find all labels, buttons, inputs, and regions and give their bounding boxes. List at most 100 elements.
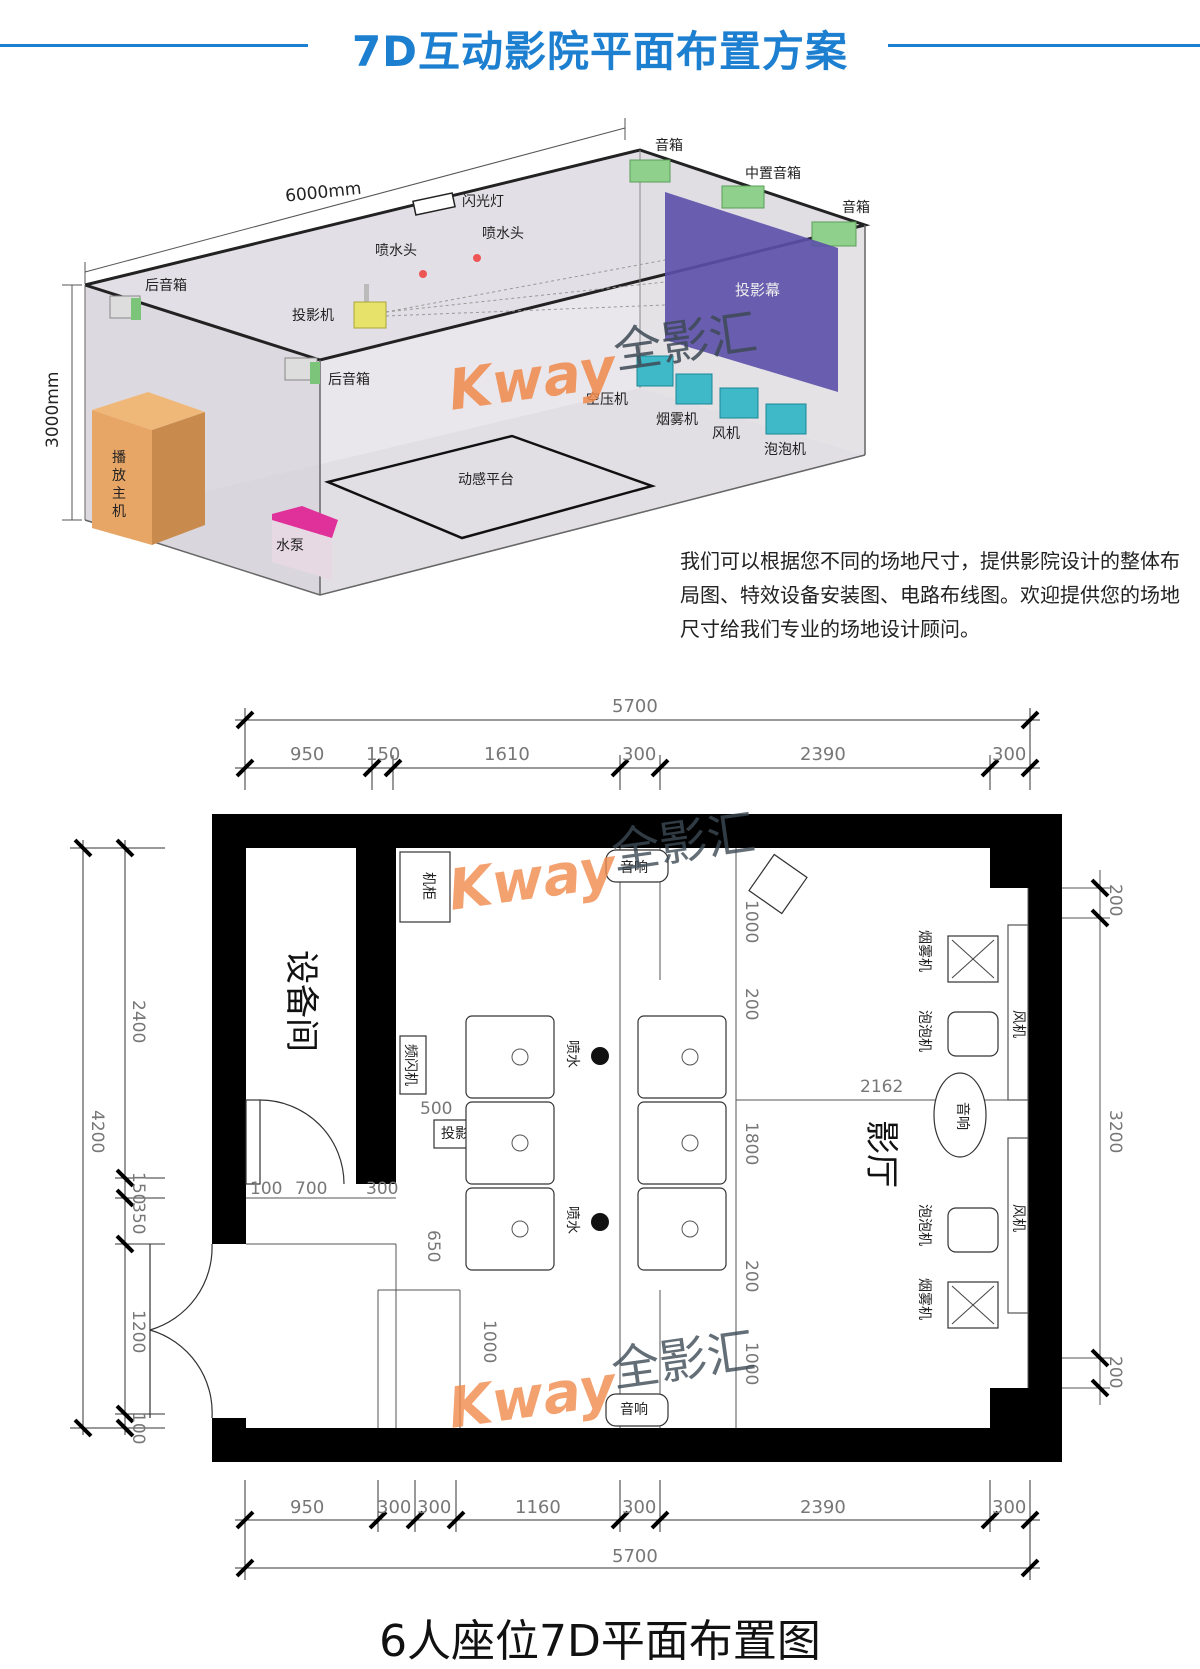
sprinkler-2: [473, 254, 481, 262]
dim-1800: 1800: [741, 1122, 761, 1165]
tick-t6: [610, 758, 630, 778]
air-compressor: [636, 355, 674, 387]
equipment-room-label: 设备间: [281, 950, 321, 1052]
bottom-dimensions: [235, 1480, 1040, 1580]
tick-b7: [980, 1510, 1000, 1530]
projection-beam: [385, 259, 666, 313]
seat-center-r2: [681, 1134, 699, 1152]
tick-r1: [1090, 878, 1110, 898]
sprinkler-1-label: 喷水头: [375, 243, 417, 259]
bottom-seg-6: 2390: [800, 1497, 846, 1518]
wall-corner-bottom: [990, 1388, 1028, 1428]
pump-label: 水泵: [276, 538, 304, 554]
host-cabinet-side: [152, 412, 205, 545]
smoke-2-label: 烟雾机: [916, 1278, 932, 1320]
tick-b5: [610, 1510, 630, 1530]
bottom-seg-4: 1160: [515, 1497, 561, 1518]
wall-left-lower: [212, 1418, 246, 1462]
equipment-door: [149, 1099, 345, 1419]
top-seg-6: 300: [992, 744, 1026, 765]
host-label-4: 机: [112, 504, 126, 520]
speaker-center: [721, 185, 765, 209]
dim-650: 650: [423, 1230, 443, 1262]
speaker-top-right-label: 音箱: [842, 199, 870, 216]
tick-r3: [1090, 1348, 1110, 1368]
host-label-3: 主: [112, 486, 126, 502]
left-seg-2: 150: [128, 1172, 148, 1204]
smoke-2-x2: [951, 1285, 995, 1325]
projector-box: [353, 301, 387, 329]
height-label: 3000mm: [43, 372, 63, 448]
rear-speaker-2-side: [310, 362, 320, 384]
water-2-label: 喷水: [564, 1206, 580, 1234]
tick-l7: [115, 1234, 135, 1254]
dim-200-b: 200: [741, 1260, 761, 1292]
length-dim-line: [84, 127, 626, 273]
tick-l5: [115, 1168, 135, 1188]
plan-title: 6人座位7D平面布置图: [379, 1616, 821, 1667]
right-panels: [1007, 924, 1029, 1314]
tick-t4: [362, 758, 382, 778]
bottom-total: 5700: [612, 1546, 658, 1567]
tick-b6: [650, 1510, 670, 1530]
left-total: 4200: [87, 1110, 107, 1153]
seat-l2: [465, 1101, 555, 1185]
strobe-light: [412, 192, 456, 216]
speaker-top-label: 音响: [620, 859, 648, 876]
smoke-machine-label: 烟雾机: [656, 412, 698, 428]
fan-2-label: 风机: [1010, 1204, 1026, 1232]
dim-1000-left: 1000: [479, 1320, 499, 1363]
dim-200-a: 200: [741, 988, 761, 1020]
water-nozzle-2: [591, 1213, 609, 1231]
speaker-center-label: 中置音箱: [745, 165, 801, 182]
tick-b9: [235, 1558, 255, 1578]
tick-t9: [1020, 758, 1040, 778]
tick-t3: [235, 758, 255, 778]
left-seg-4: 1200: [128, 1310, 148, 1353]
wall-left-upper: [212, 814, 246, 1244]
tick-b10: [1020, 1558, 1040, 1578]
top-seg-4: 300: [622, 744, 656, 765]
tick-t5: [383, 758, 403, 778]
host-cabinet-top: [92, 392, 205, 430]
platform-label: 动感平台: [458, 471, 514, 488]
door-dim-100: 100: [250, 1179, 282, 1199]
tick-l1: [73, 838, 93, 858]
projector-mount: [364, 284, 369, 304]
panel-2: [1007, 1137, 1029, 1314]
watermark-plan-top-brand: Kway: [444, 836, 622, 924]
tick-l2: [115, 838, 135, 858]
door-leaf-1: [245, 1099, 261, 1185]
bottom-seg-3: 300: [417, 1497, 451, 1518]
wall-bottom: [212, 1428, 1062, 1462]
motion-platform: [324, 434, 657, 540]
strobe-unit: [399, 1035, 427, 1095]
tick-t2: [1020, 710, 1040, 730]
sprinkler-2-label: 喷水头: [482, 226, 524, 242]
right-total: 3200: [1105, 1110, 1125, 1153]
title-line-left: [0, 44, 308, 47]
tick-t1: [235, 710, 255, 730]
fan: [719, 387, 759, 419]
entry-door-arc-2: [149, 1329, 213, 1419]
water-pump: [272, 520, 332, 580]
seat-center-r1: [681, 1048, 699, 1066]
left-seg-1: 2400: [128, 1000, 148, 1043]
rear-speaker-1-label: 后音箱: [145, 277, 187, 294]
tick-b2: [368, 1510, 388, 1530]
edge-floor: [84, 454, 866, 596]
tick-l3: [73, 1418, 93, 1438]
wall-right: [1028, 814, 1062, 1462]
tick-r2: [1090, 908, 1110, 928]
rear-speaker-2-label: 后音箱: [328, 371, 370, 388]
walls: [212, 814, 1062, 1462]
tick-r4: [1090, 1378, 1110, 1398]
top-seg-3: 1610: [484, 744, 530, 765]
bubble-2-label: 泡泡机: [916, 1204, 932, 1246]
projection-beam-2: [385, 281, 666, 313]
dim-1000-top: 1000: [741, 900, 761, 943]
host-label-2: 放: [112, 468, 126, 484]
tick-t8: [980, 758, 1000, 778]
water-pump-top: [272, 506, 338, 538]
